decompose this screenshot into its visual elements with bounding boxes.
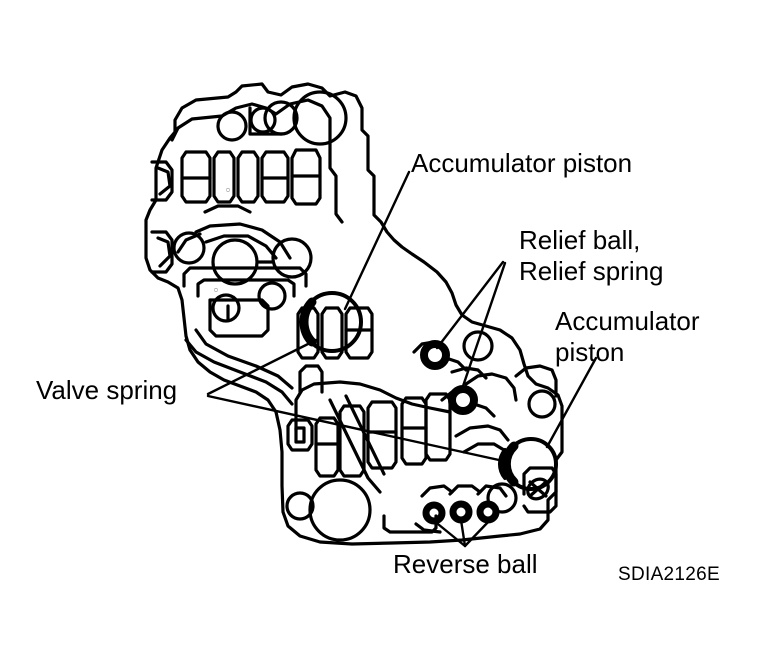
leader-valve-spring-upper: [206, 338, 318, 396]
leader-valve-spring-lower: [206, 394, 510, 464]
leader-accumulator-right: [545, 356, 598, 449]
label-reverse-ball: Reverse ball: [393, 549, 538, 579]
leader-reverse-right: [463, 518, 492, 548]
accumulator-piston-lower: [497, 437, 558, 491]
label-accumulator-piston-right: Accumulator piston: [555, 306, 700, 367]
leader-lines: [206, 170, 598, 548]
leader-relief-lower: [459, 261, 507, 394]
relief-ball-upper: [420, 340, 450, 370]
leader-relief-upper: [435, 260, 505, 350]
lower-section-detail: [285, 330, 558, 542]
relief-ball-lower: [448, 385, 478, 415]
leader-reverse-center: [459, 518, 467, 548]
reverse-ball-right: [476, 500, 500, 524]
accumulator-piston-upper: [299, 291, 363, 353]
leader-accumulator-top: [343, 170, 411, 311]
label-relief-ball-spring: Relief ball, Relief spring: [519, 225, 664, 286]
reverse-ball-left: [422, 501, 446, 525]
label-accumulator-piston-top: Accumulator piston: [411, 148, 633, 178]
middle-section-detail: [176, 188, 313, 292]
upper-section-detail: [150, 90, 374, 406]
reverse-ball-center: [449, 500, 473, 524]
leader-reverse-left: [431, 518, 467, 548]
valve-body-outline: [144, 82, 564, 546]
label-valve-spring: Valve spring: [36, 375, 178, 405]
figure-code: SDIA2126E: [618, 564, 720, 585]
